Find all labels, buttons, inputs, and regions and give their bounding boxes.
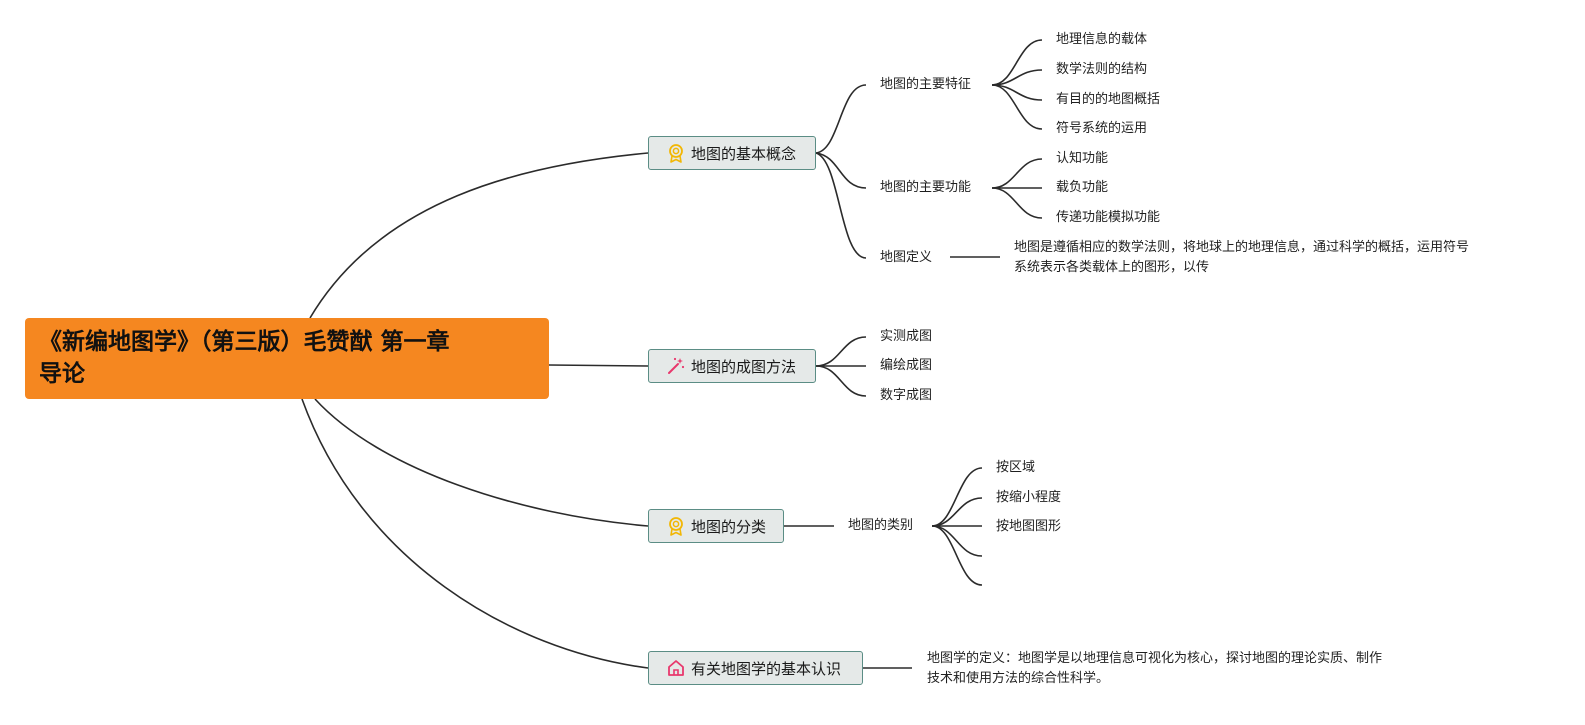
note-line-2: 技术和使用方法的综合性科学。 [927,671,1110,686]
note-line-1: 地图是遵循相应的数学法则，将地球上的地理信息，通过科学的概括，运用符号 [1014,240,1470,255]
leaf-item[interactable]: 按缩小程度 [996,490,1062,505]
map-definition-note[interactable]: 地图是遵循相应的数学法则，将地球上的地理信息，通过科学的概括，运用符号 系统表示… [1014,238,1534,278]
connector-sub-1-leaf-4 [991,84,1043,130]
topic-map-classification[interactable]: 地图的分类 [648,509,784,543]
connector-topic-3-leaf-5 [931,525,983,586]
connector-topic-2-leaf-1 [815,336,867,367]
magic-wand-icon [665,355,687,377]
leaf-item[interactable]: 地理信息的载体 [1056,32,1148,47]
leaf-item[interactable]: 编绘成图 [880,358,933,373]
topic-basic-understanding[interactable]: 有关地图学的基本认识 [648,651,863,685]
topic-label: 有关地图学的基本认识 [691,659,842,678]
subtopic-map-definition[interactable]: 地图定义 [880,250,933,265]
connector-root-topic-4 [301,398,649,669]
root-title-line-1: 《新编地图学》（第三版）毛赞猷 第一章 [39,329,450,355]
medal-icon [665,515,687,537]
note-line-2: 系统表示各类载体上的图形，以传 [1014,260,1210,275]
home-icon [665,657,687,679]
medal-icon [665,142,687,164]
cartography-definition-note[interactable]: 地图学的定义：地图学是以地理信息可视化为核心，探讨地图的理论实质、制作 技术和使… [927,649,1447,689]
topic-map-making-methods[interactable]: 地图的成图方法 [648,349,816,383]
subtopic-main-features[interactable]: 地图的主要特征 [880,77,972,92]
root-topic[interactable]: 《新编地图学》（第三版）毛赞猷 第一章 导论 [25,318,549,399]
leaf-item[interactable]: 符号系统的运用 [1056,121,1148,136]
connector-root-topic-3 [314,398,649,527]
connector-topic-3-leaf-1 [931,467,983,527]
topic-map-basic-concept[interactable]: 地图的基本概念 [648,136,816,170]
topic-label: 地图的分类 [691,517,767,536]
root-title-line-2: 导论 [39,361,85,387]
topic-label: 地图的基本概念 [691,144,797,163]
connector-topic-2-leaf-3 [815,365,867,397]
leaf-item[interactable]: 数字成图 [880,388,933,403]
connector-topic-3-leaf-2 [931,497,983,527]
leaf-item[interactable]: 有目的的地图概括 [1056,92,1161,107]
subtopic-map-categories[interactable]: 地图的类别 [848,518,914,533]
leaf-item[interactable]: 实测成图 [880,329,933,344]
leaf-item[interactable]: 认知功能 [1056,151,1109,166]
leaf-item[interactable]: 按地图图形 [996,519,1062,534]
leaf-item[interactable]: 载负功能 [1056,180,1109,195]
connector-topic-1-sub-1 [815,84,867,154]
connector-sub-1-leaf-1 [991,39,1043,86]
subtopic-main-functions[interactable]: 地图的主要功能 [880,180,972,195]
connector-sub-2-leaf-3 [991,187,1043,219]
note-line-1: 地图学的定义：地图学是以地理信息可视化为核心，探讨地图的理论实质、制作 [927,651,1383,666]
connector-topic-1-sub-2 [815,152,867,189]
connector-root-topic-1 [309,152,649,319]
connector-topic-1-sub-3 [815,152,867,259]
connector-sub-2-leaf-1 [991,158,1043,189]
topic-label: 地图的成图方法 [691,357,797,376]
connector-topic-3-leaf-4 [931,525,983,557]
leaf-item[interactable]: 传递功能模拟功能 [1056,210,1161,225]
leaf-item[interactable]: 按区域 [996,460,1036,475]
connector-root-topic-2 [548,364,649,367]
leaf-item[interactable]: 数学法则的结构 [1056,62,1148,77]
